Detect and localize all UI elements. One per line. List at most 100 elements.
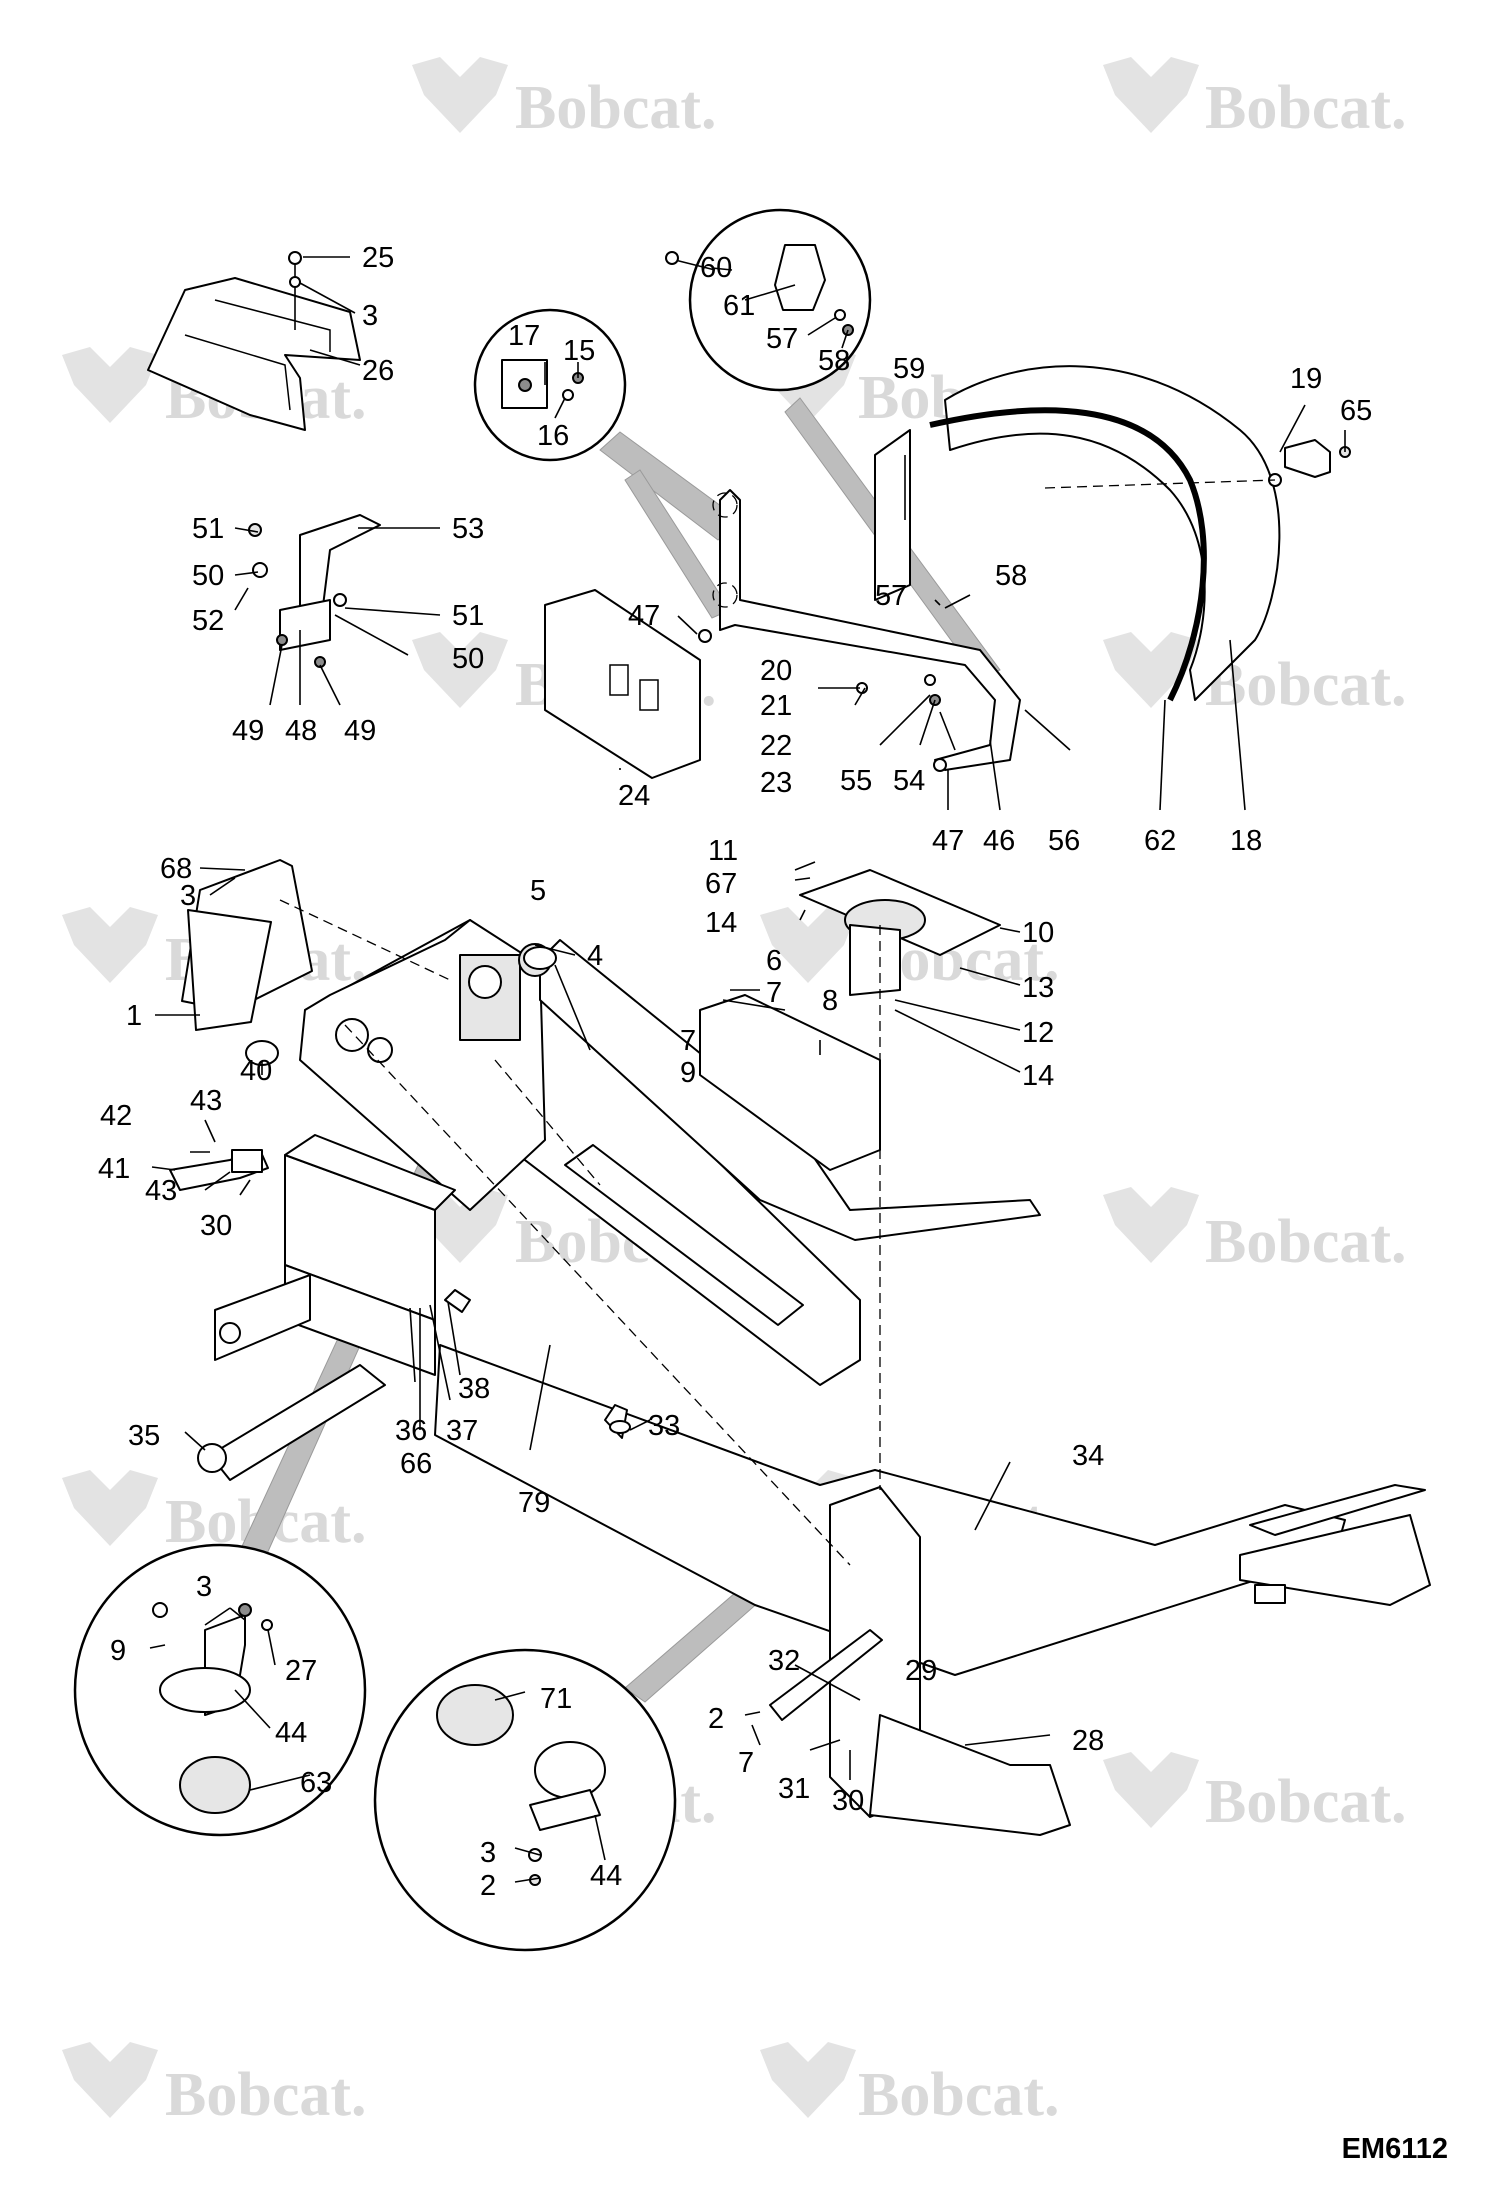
grommet [698, 629, 712, 643]
callout-35: 35 [128, 1420, 160, 1452]
callout-1: 1 [126, 1000, 142, 1032]
callout-56: 56 [1048, 825, 1080, 857]
fender-seal [929, 407, 1207, 702]
callout-25: 25 [362, 242, 394, 274]
fender [944, 365, 1281, 701]
grommet [933, 758, 947, 772]
callout-21: 21 [760, 690, 792, 722]
callout-10: 10 [1022, 917, 1054, 949]
nut [314, 656, 326, 668]
callout-18: 18 [1230, 825, 1262, 857]
callout-16: 16 [537, 420, 569, 452]
callout-61: 61 [723, 290, 755, 322]
callout-2: 2 [708, 1703, 724, 1735]
callout-14: 14 [705, 907, 737, 939]
callout-28: 28 [1072, 1725, 1104, 1757]
callout-23: 23 [760, 767, 792, 799]
callout-14: 14 [1022, 1060, 1054, 1092]
callout-20: 20 [760, 655, 792, 687]
counterweight-top [284, 1134, 456, 1211]
callout-62: 62 [1144, 825, 1176, 857]
callout-58: 58 [818, 345, 850, 377]
projection-line [494, 1059, 601, 1186]
front-step [1239, 1514, 1431, 1606]
callout-24: 24 [618, 780, 650, 812]
callout-3: 3 [196, 1571, 212, 1603]
callout-43: 43 [190, 1085, 222, 1117]
screw-head [665, 251, 679, 265]
nut [276, 634, 288, 646]
step-tab [1254, 1584, 1286, 1604]
callout-63: 63 [300, 1767, 332, 1799]
clip-detail-circle [665, 208, 872, 392]
bobcat-logo-watermark: Bobcat. [62, 1470, 367, 1556]
callout-50: 50 [452, 643, 484, 675]
watermark-text: Bobcat. [1205, 651, 1407, 719]
callout-44: 44 [275, 1717, 307, 1749]
bar [769, 1629, 883, 1721]
callout-43: 43 [145, 1175, 177, 1207]
callout-36: 36 [395, 1415, 427, 1447]
callout-6: 6 [766, 945, 782, 977]
main-frame [169, 479, 1431, 1836]
callout-79: 79 [518, 1487, 550, 1519]
watermark-text: Bobcat. [1205, 1768, 1407, 1836]
callout-42: 42 [100, 1100, 132, 1132]
bobcat-logo-watermark: Bobcat. [1103, 1187, 1407, 1276]
drawing-code: EM6112 [1341, 2133, 1448, 2165]
callout-3: 3 [362, 300, 378, 332]
watermark-text: Bobcat. [1205, 74, 1407, 142]
callout-7: 7 [738, 1747, 754, 1779]
callout-2: 2 [480, 1870, 496, 1902]
callout-46: 46 [983, 825, 1015, 857]
callout-15: 15 [563, 335, 595, 367]
accumulator-detail-left [73, 1543, 367, 1837]
clip-block [774, 244, 826, 311]
callout-60: 60 [700, 252, 732, 284]
pivot-boss [468, 965, 502, 999]
callout-3: 3 [480, 1837, 496, 1869]
floor-plate-assembly [147, 251, 361, 431]
callout-51: 51 [192, 513, 224, 545]
callout-59: 59 [893, 353, 925, 385]
accumulator [179, 1756, 251, 1814]
hydraulic-cylinder [564, 1144, 804, 1326]
pivot-tube [209, 1364, 386, 1481]
callout-30: 30 [832, 1785, 864, 1817]
nut [238, 1603, 252, 1617]
callout-9: 9 [680, 1057, 696, 1089]
pedal-block [231, 1149, 263, 1173]
callout-labels: 25 3 26 53 51 50 52 51 50 49 48 49 17 15… [98, 242, 1372, 1902]
callout-33: 33 [648, 1410, 680, 1442]
fender-assembly [874, 365, 1351, 702]
callout-48: 48 [285, 715, 317, 747]
washer [924, 674, 936, 686]
pivot-boss [367, 1037, 393, 1063]
callout-71: 71 [540, 1683, 572, 1715]
callout-7: 7 [766, 977, 782, 1009]
watermark-text: Bobcat. [1205, 1208, 1407, 1276]
leader-lines [149, 256, 1346, 1883]
screw [261, 1619, 273, 1631]
bobcat-logo-watermark: Bobcat. [62, 2042, 367, 2129]
callout-38: 38 [458, 1373, 490, 1405]
rear-step [869, 1714, 1071, 1836]
callout-34: 34 [1072, 1440, 1104, 1472]
bobcat-logo-watermark: Bobcat. [412, 57, 717, 142]
frame-beam [539, 939, 1041, 1241]
pointer-upper-bracket-detail [599, 431, 741, 541]
callout-30: 30 [200, 1210, 232, 1242]
bracket-38 [444, 1289, 471, 1313]
callout-54: 54 [893, 765, 925, 797]
seat-support-assembly [544, 489, 1021, 779]
watermark-text: Bobcat. [858, 2061, 1060, 2129]
detail-circle-accumulator-right [373, 1648, 677, 1952]
callout-29: 29 [905, 1655, 937, 1687]
hose-clamp [534, 1741, 606, 1799]
watermark-text: Bobcat. [165, 2061, 367, 2129]
callout-3: 3 [180, 880, 196, 912]
callout-27: 27 [285, 1655, 317, 1687]
washer [152, 1602, 168, 1618]
washer [609, 1420, 631, 1434]
